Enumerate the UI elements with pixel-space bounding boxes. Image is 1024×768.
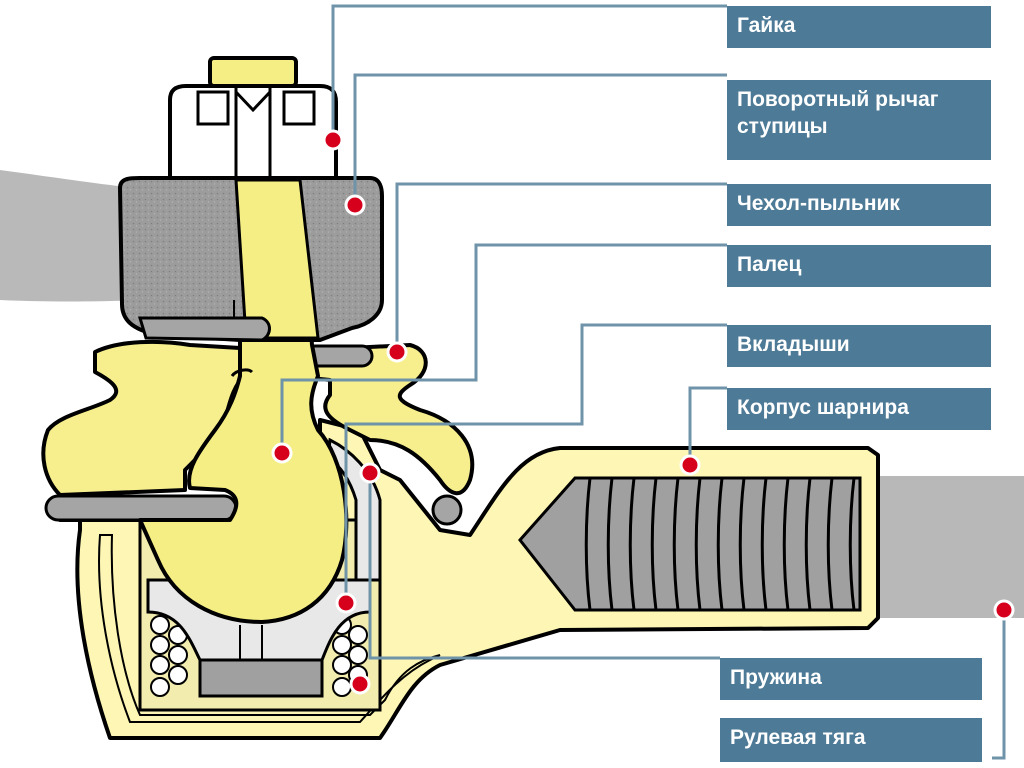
thread-lines xyxy=(584,477,856,611)
marker-boot xyxy=(386,341,408,363)
housing-inner-outline xyxy=(98,534,441,723)
leader-lines xyxy=(280,4,1006,760)
marker-housing xyxy=(679,454,701,476)
marker-hub-arm xyxy=(344,194,366,216)
stud-tip xyxy=(208,56,298,88)
label-dust-boot: Чехол-пыльник xyxy=(727,184,991,226)
spring-left xyxy=(150,615,188,697)
label-ball-pin: Палец xyxy=(727,245,991,287)
label-nut: Гайка xyxy=(727,6,991,48)
callout-markers xyxy=(271,129,1015,695)
marker-pin xyxy=(271,442,293,464)
boot-clamp-lower xyxy=(44,494,238,522)
marker-spring-bottom xyxy=(349,673,371,695)
label-steering-rod: Рулевая тяга xyxy=(720,718,982,762)
label-spring: Пружина xyxy=(720,658,982,700)
spring-seat xyxy=(198,658,324,698)
label-joint-housing: Корпус шарнира xyxy=(727,388,991,430)
label-hub-steering-arm: Поворотный рычаг ступицы xyxy=(727,80,991,160)
marker-nut xyxy=(322,129,344,151)
boot-clamp-ring xyxy=(431,494,463,526)
label-bearing-inserts: Вкладыши xyxy=(727,325,991,367)
hub-arm xyxy=(0,170,140,302)
threaded-rod-end xyxy=(518,476,862,612)
marker-inserts xyxy=(335,592,357,614)
marker-spring-top xyxy=(359,462,381,484)
steering-rod xyxy=(860,476,1024,618)
marker-steering-rod xyxy=(993,599,1015,621)
